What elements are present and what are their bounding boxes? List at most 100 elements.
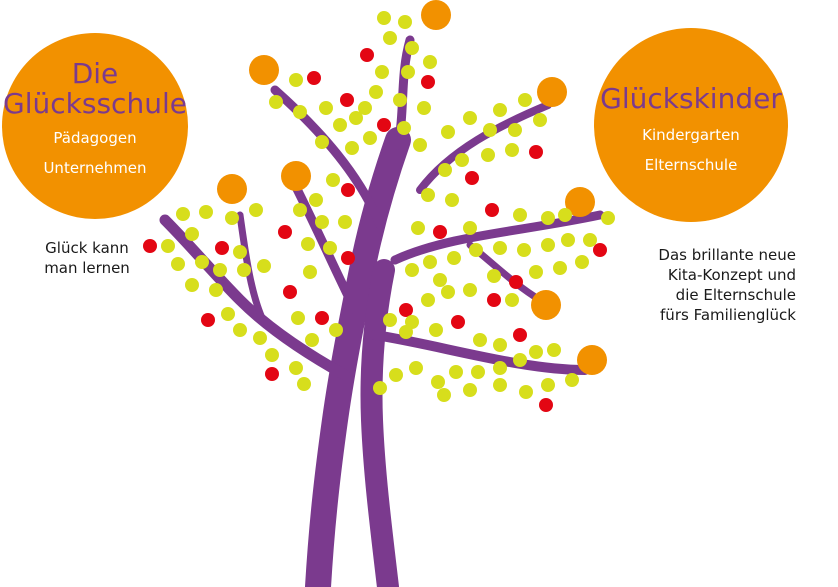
yellow-dot <box>505 143 519 157</box>
yellow-dot <box>405 41 419 55</box>
red-dot <box>399 303 413 317</box>
yellow-dot <box>553 261 567 275</box>
yellow-dot <box>323 241 337 255</box>
yellow-dot <box>377 11 391 25</box>
yellow-dot <box>383 31 397 45</box>
orange-fruit-dot <box>281 161 311 191</box>
yellow-dot <box>225 211 239 225</box>
yellow-dot <box>565 373 579 387</box>
yellow-dot <box>409 361 423 375</box>
yellow-dot <box>517 243 531 257</box>
glucksschule-line1: Pädagogen <box>53 129 137 147</box>
yellow-dot <box>487 269 501 283</box>
yellow-dot <box>438 163 452 177</box>
yellow-dot <box>421 293 435 307</box>
orange-fruit-dot <box>421 0 451 30</box>
yellow-dot <box>413 138 427 152</box>
yellow-dot <box>463 383 477 397</box>
yellow-dot <box>291 311 305 325</box>
yellow-dot <box>315 215 329 229</box>
yellow-dot <box>176 207 190 221</box>
red-dot <box>451 315 465 329</box>
yellow-dot <box>257 259 271 273</box>
yellow-dot <box>171 257 185 271</box>
yellow-dot <box>429 323 443 337</box>
yellow-dot <box>469 243 483 257</box>
red-dot <box>341 183 355 197</box>
orange-fruit-dot <box>217 174 247 204</box>
yellow-dot <box>508 123 522 137</box>
yellow-dot <box>293 105 307 119</box>
yellow-dot <box>471 365 485 379</box>
glueckskinder-circle: Glückskinder Kindergarten Elternschule <box>594 28 788 222</box>
yellow-dot <box>289 73 303 87</box>
yellow-dot <box>541 238 555 252</box>
yellow-dot <box>401 65 415 79</box>
yellow-dot <box>519 385 533 399</box>
orange-fruit-dot <box>531 290 561 320</box>
yellow-dot <box>338 215 352 229</box>
branch-right-mid <box>390 210 605 265</box>
yellow-dot <box>358 101 372 115</box>
yellow-dot <box>349 111 363 125</box>
yellow-dot <box>423 55 437 69</box>
branch-left-high <box>270 85 385 230</box>
red-dot <box>278 225 292 239</box>
trunk-right-edge <box>360 259 399 587</box>
yellow-dot <box>398 15 412 29</box>
yellow-dot <box>319 101 333 115</box>
glueckskinder-line1: Kindergarten <box>642 126 740 144</box>
yellow-dot <box>233 323 247 337</box>
yellow-dot <box>315 135 329 149</box>
yellow-dot <box>383 313 397 327</box>
yellow-dot <box>445 193 459 207</box>
red-dot <box>341 251 355 265</box>
yellow-dot <box>431 375 445 389</box>
red-dot <box>143 239 157 253</box>
yellow-dot <box>333 118 347 132</box>
yellow-dot <box>375 65 389 79</box>
yellow-dot <box>518 93 532 107</box>
right-caption-line2: Kita-Konzept und <box>667 266 796 284</box>
yellow-dot <box>493 338 507 352</box>
right-caption-line3: die Elternschule <box>675 286 796 304</box>
yellow-dot <box>447 251 461 265</box>
yellow-dot <box>505 293 519 307</box>
yellow-dot <box>405 263 419 277</box>
orange-fruit-dot <box>565 187 595 217</box>
yellow-dot <box>237 263 251 277</box>
trunk <box>305 127 411 587</box>
yellow-dot <box>309 193 323 207</box>
red-dot <box>201 313 215 327</box>
yellow-dot <box>185 227 199 241</box>
red-dot <box>433 225 447 239</box>
red-dot <box>307 71 321 85</box>
red-dot <box>340 93 354 107</box>
yellow-dot <box>583 233 597 247</box>
yellow-dot <box>389 368 403 382</box>
yellow-dot <box>463 221 477 235</box>
red-dot <box>421 75 435 89</box>
yellow-dot <box>493 361 507 375</box>
yellow-dot <box>411 221 425 235</box>
yellow-dot <box>329 323 343 337</box>
yellow-dot <box>513 208 527 222</box>
yellow-dot <box>369 85 383 99</box>
yellow-dot <box>561 233 575 247</box>
glueckskinder-title: Glückskinder <box>600 82 782 115</box>
yellow-dot <box>441 125 455 139</box>
yellow-dot <box>463 283 477 297</box>
right-caption: Das brillante neue Kita-Konzept und die … <box>610 245 796 325</box>
yellow-dot <box>433 273 447 287</box>
yellow-dot <box>199 205 213 219</box>
yellow-dot <box>373 381 387 395</box>
yellow-dot <box>305 333 319 347</box>
red-dot <box>529 145 543 159</box>
yellow-dot <box>601 211 615 225</box>
yellow-dot <box>253 331 267 345</box>
yellow-dot <box>529 265 543 279</box>
glucksschule-line2: Unternehmen <box>43 159 147 177</box>
yellow-dot <box>289 361 303 375</box>
red-dot <box>265 367 279 381</box>
